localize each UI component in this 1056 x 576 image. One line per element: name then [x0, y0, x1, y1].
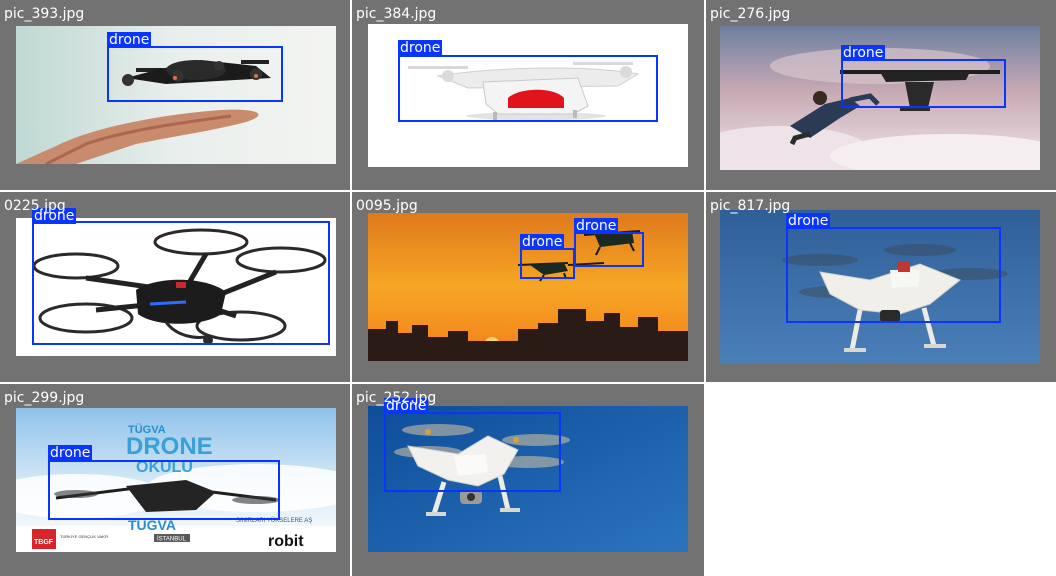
poster-badge: TBGF: [34, 539, 54, 546]
bounding-box: [48, 460, 280, 520]
image-tile[interactable]: pic_299.jpg TÜGVA DRONE OKULU TÜGVA SINI…: [0, 384, 350, 576]
tile-image: TÜGVA DRONE OKULU TÜGVA SINIRLARI YÜKSEL…: [16, 408, 336, 552]
poster-sponsor: robit: [268, 533, 304, 550]
tile-image: [720, 210, 1040, 364]
tile-image: [368, 406, 688, 552]
empty-grid-slot: [706, 384, 1056, 576]
detection-label: drone: [841, 45, 886, 61]
image-tile[interactable]: pic_384.jpg drone: [352, 0, 704, 190]
poster-org: TÜRKİYE GENÇLİK VAKFI: [60, 534, 108, 539]
detection-label: drone: [384, 398, 429, 414]
detection-label: drone: [107, 32, 152, 48]
tile-filename: pic_276.jpg: [710, 6, 791, 22]
poster-title-1: DRONE: [126, 433, 213, 460]
image-tile[interactable]: pic_817.jpg drone: [706, 192, 1056, 382]
image-tile[interactable]: 0225.jpg drone: [0, 192, 350, 382]
bounding-box: [786, 227, 1001, 323]
tile-filename: 0095.jpg: [356, 198, 418, 214]
tile-image: [720, 26, 1040, 170]
poster-title-2: OKULU: [136, 459, 193, 476]
detection-label: drone: [786, 213, 831, 229]
bounding-box: [841, 59, 1006, 108]
bounding-box: [398, 55, 658, 122]
tile-filename: pic_384.jpg: [356, 6, 437, 22]
tile-filename: pic_299.jpg: [4, 390, 85, 406]
bounding-box: [520, 248, 575, 279]
detection-label: drone: [574, 218, 619, 234]
tile-filename: pic_252.jpg: [356, 390, 437, 406]
image-tile[interactable]: 0095.jpg drone drone: [352, 192, 704, 382]
poster-slogan: SINIRLARI YÜKSELERE AŞ: [236, 517, 312, 524]
image-tile[interactable]: pic_393.jpg drone: [0, 0, 350, 190]
tile-image: [16, 218, 336, 356]
tile-filename: pic_817.jpg: [710, 198, 791, 214]
poster-brand-top: TÜGVA: [128, 423, 166, 436]
poster-city: İSTANBUL: [157, 536, 187, 543]
detection-label: drone: [48, 445, 93, 461]
bounding-box: [32, 221, 330, 345]
detection-label: drone: [520, 234, 565, 250]
tile-filename: 0225.jpg: [4, 198, 66, 214]
poster-brand-bottom: TÜGVA: [128, 517, 176, 533]
detection-label: drone: [398, 40, 443, 56]
bounding-box: [107, 46, 283, 102]
bounding-box: [574, 232, 644, 267]
detection-label: drone: [32, 208, 77, 224]
image-tile[interactable]: pic_276.jpg drone: [706, 0, 1056, 190]
image-tile[interactable]: pic_252.jpg drone: [352, 384, 704, 576]
bounding-box: [384, 412, 561, 492]
tile-filename: pic_393.jpg: [4, 6, 85, 22]
